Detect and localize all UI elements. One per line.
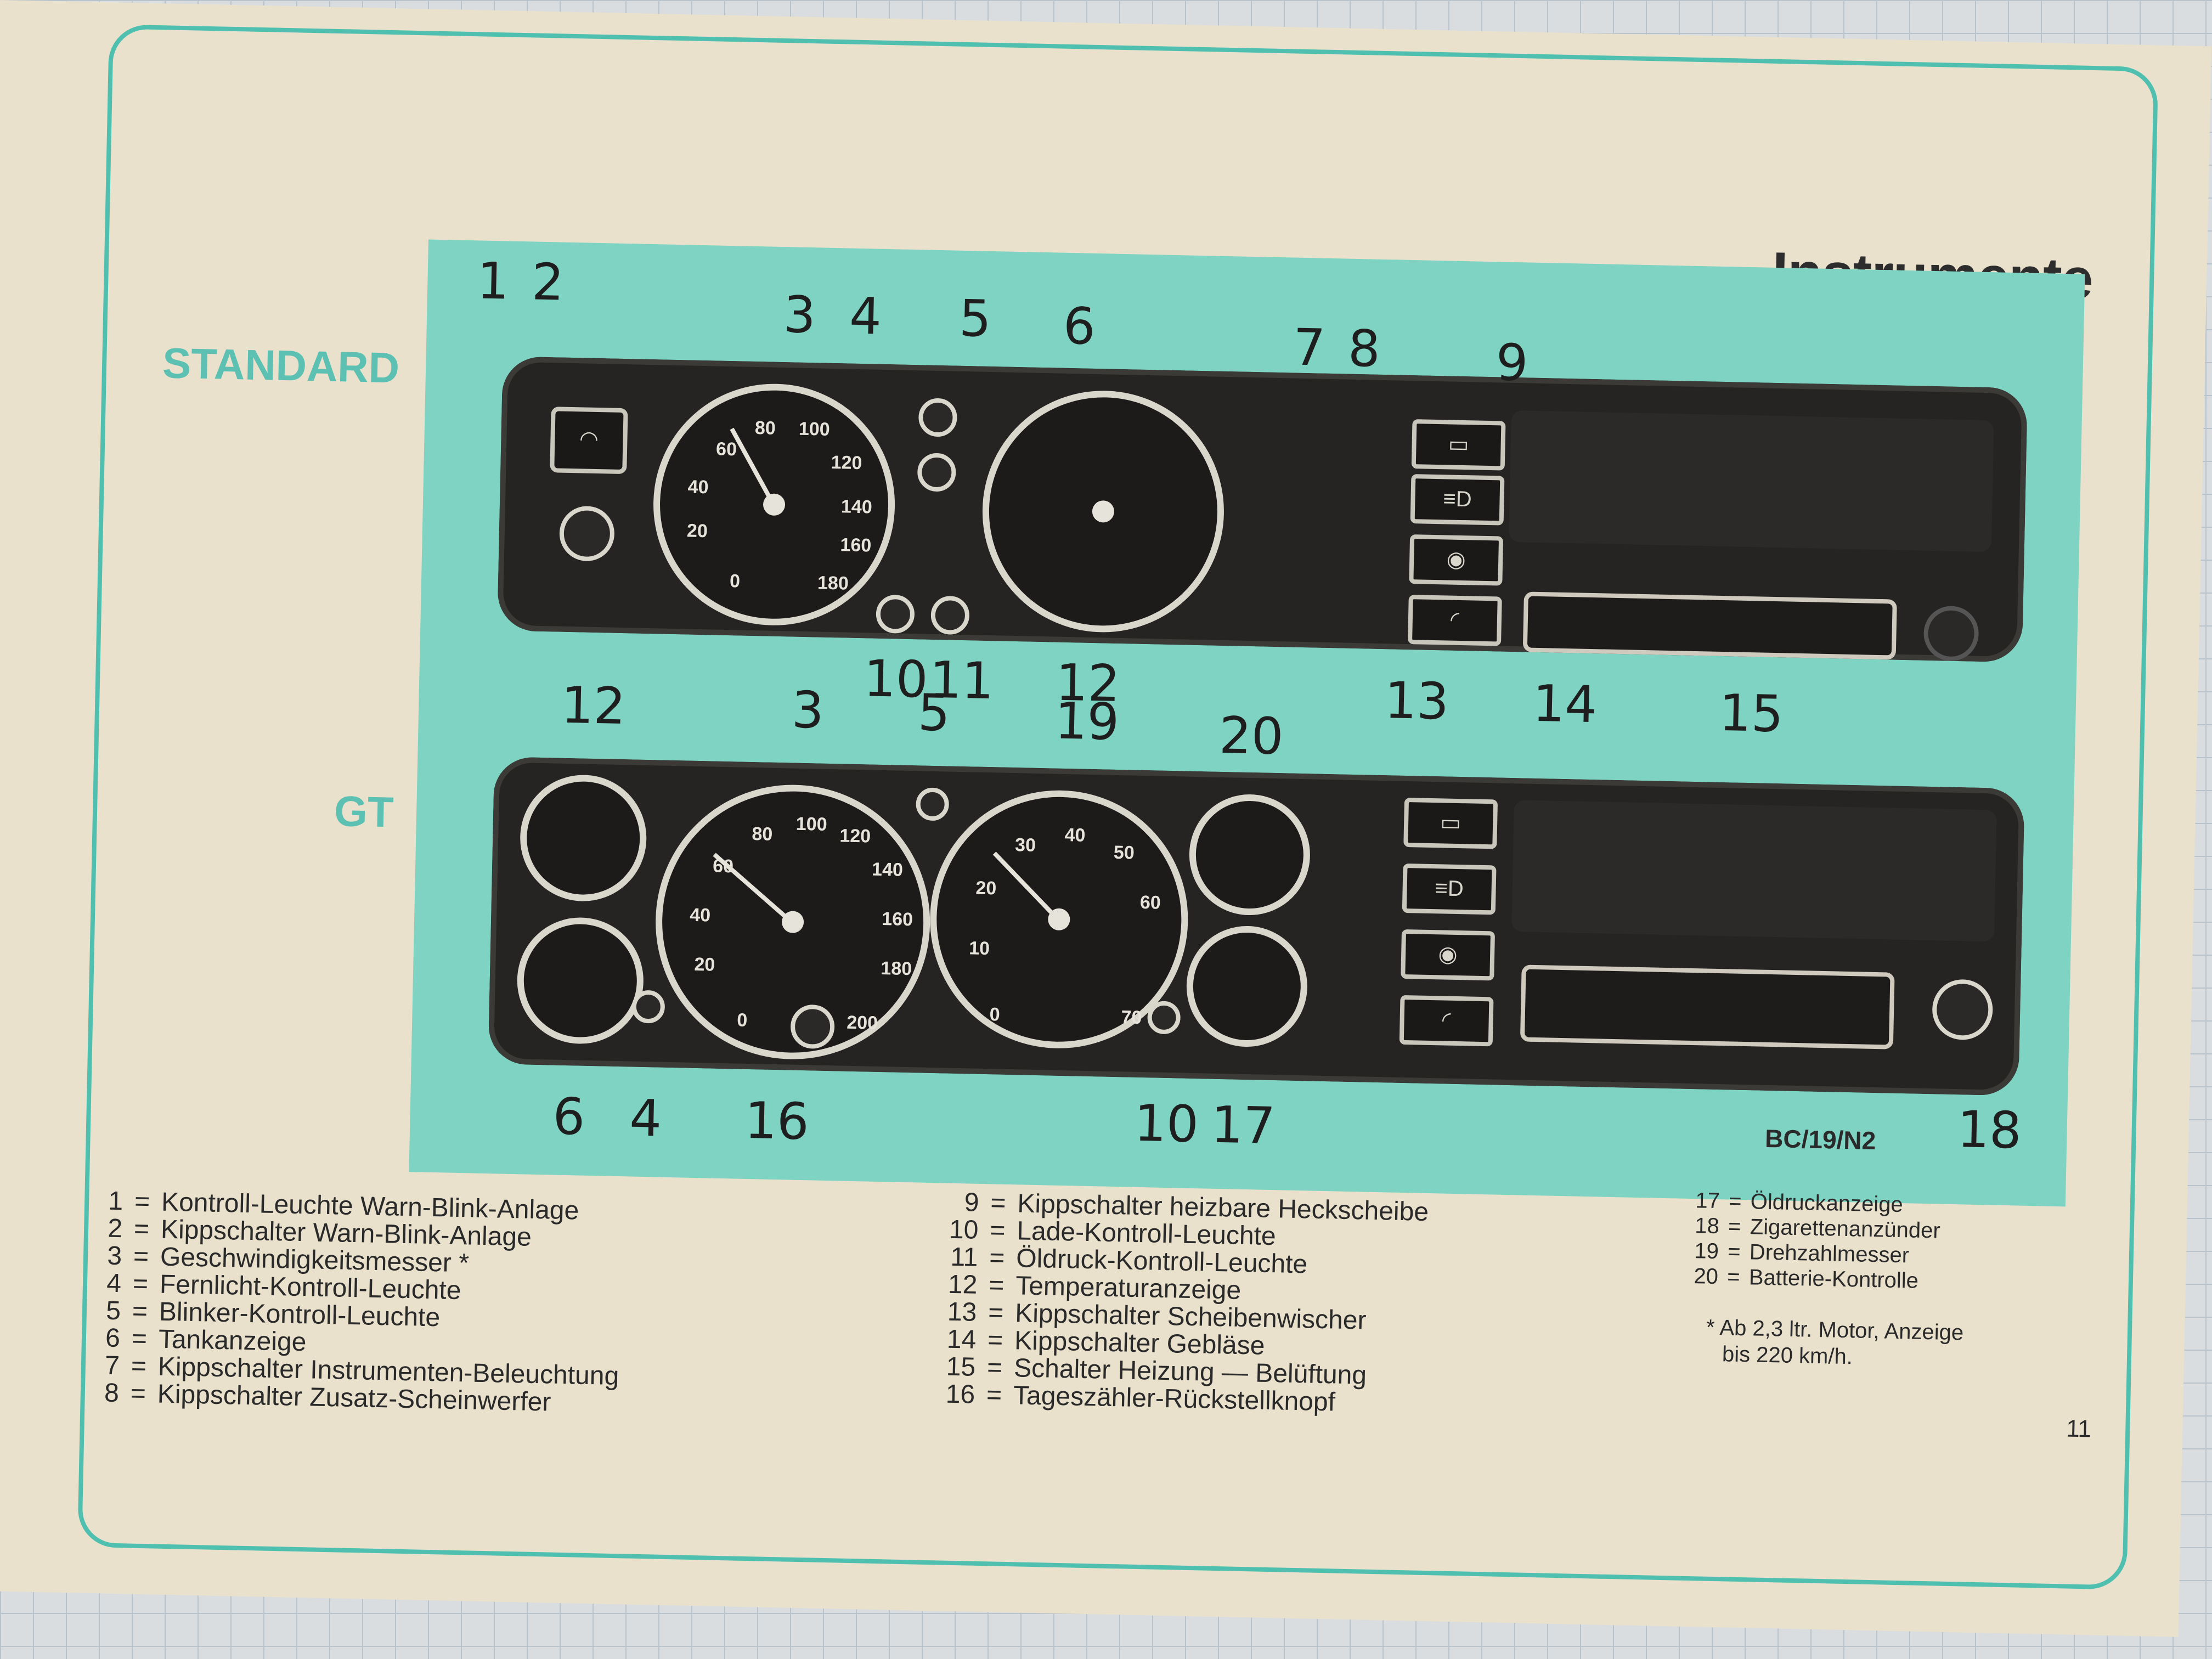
speedo-std-tick-60: 60 — [715, 438, 737, 460]
figure-code: BC/19/N2 — [1764, 1124, 1876, 1155]
speedo-gt-tick-20: 20 — [694, 953, 715, 975]
callout-gt-3: 3 — [791, 680, 825, 740]
turn-signal-lamp-gt — [916, 787, 950, 821]
legend-right: 17=Öldruckanzeige 18=Zigarettenanzünder … — [1685, 1188, 1941, 1294]
combi-gauge-hub — [1092, 500, 1115, 523]
instrument-lighting-switch: ◉ — [1409, 534, 1504, 586]
high-beam-lamp-gt — [631, 990, 665, 1024]
auxiliary-lamp-switch: ≡D — [1410, 474, 1505, 526]
dashboard-standard: ◠ 0 20 40 60 80 100 120 140 160 180 ▭ ≡D… — [497, 356, 2028, 663]
callout-gt-18: 18 — [1956, 1100, 2022, 1160]
speedo-std-tick-140: 140 — [840, 496, 873, 518]
rear-window-heater-switch: ▭ — [1411, 419, 1506, 471]
callout-std-9: 9 — [1495, 333, 1529, 393]
callout-std-14: 14 — [1532, 674, 1598, 735]
callout-std-8: 8 — [1347, 319, 1381, 379]
speedo-gt-tick-100: 100 — [795, 813, 827, 835]
legend-item: 20=Batterie-Kontrolle — [1694, 1264, 1919, 1293]
fuel-gauge-gt — [516, 916, 645, 1045]
speedometer-gt-hub — [781, 911, 804, 934]
heater-ventilation-control — [1522, 591, 1897, 660]
legend-left: 1=Kontroll-Leuchte Warn-Blink-Anlage 2=K… — [80, 1187, 623, 1418]
callout-std-1: 1 — [476, 251, 510, 311]
speedo-gt-tick-120: 120 — [839, 825, 871, 847]
speedo-std-tick-20: 20 — [686, 520, 708, 542]
oil-pressure-gauge — [1185, 924, 1309, 1048]
callout-std-4: 4 — [849, 286, 882, 346]
blank-plug — [1923, 605, 1979, 662]
callout-gt-17: 17 — [1210, 1095, 1276, 1156]
speedo-gt-tick-140: 140 — [871, 859, 904, 881]
tacho-tick-70: 70 — [1121, 1007, 1142, 1028]
speedo-gt-tick-60: 60 — [712, 855, 734, 877]
tacho-tick-0: 0 — [989, 1004, 1000, 1025]
tacho-tick-40: 40 — [1064, 824, 1086, 846]
rear-window-heater-switch-gt: ▭ — [1403, 797, 1498, 849]
voltmeter — [1188, 793, 1312, 917]
cigarette-lighter — [1932, 979, 1994, 1041]
dashboard-gt: 0 20 40 60 80 100 120 140 160 180 200 0 … — [488, 757, 2025, 1096]
callout-gt-19: 19 — [1054, 691, 1120, 752]
callout-std-7: 7 — [1293, 318, 1326, 377]
callout-std-5: 5 — [958, 289, 992, 348]
callout-std-3: 3 — [783, 285, 816, 345]
callout-std-15: 15 — [1718, 683, 1784, 744]
fuel-temp-combi-gauge — [980, 388, 1227, 635]
wiper-switch: ◜ — [1407, 595, 1502, 646]
wiper-switch-gt: ◜ — [1399, 995, 1494, 1047]
footnote-line-2: bis 220 km/h. — [1722, 1342, 1853, 1369]
callout-std-2: 2 — [531, 252, 565, 312]
variant-label-gt: GT — [334, 787, 394, 837]
callout-gt-16: 16 — [744, 1091, 810, 1152]
tacho-tick-50: 50 — [1113, 842, 1135, 864]
tacho-tick-20: 20 — [975, 877, 997, 899]
page-number: 11 — [2066, 1415, 2092, 1443]
speedo-std-tick-0: 0 — [729, 571, 741, 592]
high-beam-lamp — [917, 453, 957, 492]
callout-gt-6: 6 — [552, 1087, 586, 1147]
tacho-tick-30: 30 — [1014, 834, 1036, 856]
speedo-gt-tick-160: 160 — [881, 909, 913, 930]
charge-warning-lamp — [876, 594, 915, 634]
speedo-gt-tick-180: 180 — [880, 958, 912, 980]
hazard-warning-lamp — [558, 505, 615, 562]
callout-gt-4: 4 — [629, 1088, 663, 1148]
callout-gt-12: 12 — [561, 675, 627, 736]
callout-gt-20: 20 — [1218, 706, 1284, 766]
tachometer-hub — [1047, 908, 1070, 931]
oil-pressure-lamp — [930, 595, 970, 635]
speedo-std-tick-120: 120 — [831, 452, 862, 474]
charge-warning-lamp-gt — [1147, 1001, 1181, 1035]
variant-label-standard: STANDARD — [162, 338, 400, 392]
speedo-std-tick-180: 180 — [817, 572, 849, 594]
footnote: * Ab 2,3 ltr. Motor, Anzeige bis 220 km/… — [1706, 1314, 1964, 1373]
auxiliary-lamp-switch-gt: ≡D — [1402, 863, 1497, 915]
speedo-std-tick-40: 40 — [687, 476, 709, 498]
callout-std-6: 6 — [1062, 296, 1096, 356]
callout-std-13: 13 — [1384, 671, 1449, 731]
callout-gt-10: 10 — [1133, 1093, 1199, 1154]
speedo-std-tick-100: 100 — [798, 418, 831, 440]
tacho-tick-10: 10 — [968, 938, 990, 960]
speedo-std-tick-80: 80 — [754, 417, 776, 439]
speedo-gt-tick-80: 80 — [752, 823, 773, 845]
hazard-switch: ◠ — [550, 407, 628, 475]
temperature-gauge-gt — [518, 774, 648, 902]
speedo-std-tick-160: 160 — [840, 534, 872, 556]
legend-middle: 9=Kippschalter heizbare Heckscheibe 10=L… — [936, 1188, 1429, 1418]
speedo-gt-tick-200: 200 — [846, 1012, 878, 1034]
turn-signal-lamp — [918, 398, 958, 437]
speaker-grille-gt — [1511, 800, 1997, 942]
speedometer-hub — [763, 493, 786, 516]
heater-ventilation-control-gt — [1520, 964, 1895, 1049]
speedo-gt-tick-0: 0 — [736, 1009, 748, 1031]
instrument-lighting-switch-gt: ◉ — [1401, 929, 1496, 981]
speedometer-standard: 0 20 40 60 80 100 120 140 160 180 — [651, 381, 898, 628]
callout-gt-5: 5 — [917, 683, 951, 743]
tacho-tick-60: 60 — [1139, 891, 1161, 913]
speaker-grille — [1508, 410, 1994, 552]
speedo-gt-tick-40: 40 — [689, 904, 711, 926]
